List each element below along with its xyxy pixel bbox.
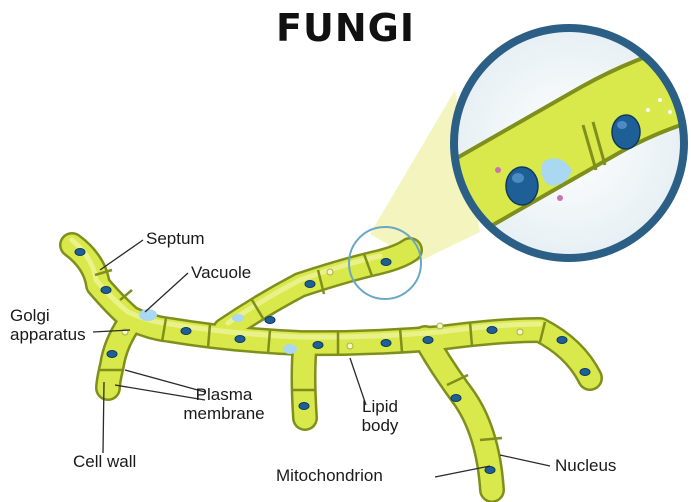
label-cell-wall: Cell wall: [73, 452, 136, 471]
label-golgi-line2: apparatus: [10, 325, 86, 344]
label-mitochondrion: Mitochondrion: [276, 466, 383, 485]
label-plasma-line2: membrane: [178, 404, 270, 423]
label-golgi-apparatus: Golgi apparatus: [10, 306, 86, 344]
label-vacuole: Vacuole: [191, 263, 251, 282]
label-nucleus: Nucleus: [555, 456, 616, 475]
label-lipid-line1: Lipid: [355, 397, 405, 416]
label-septum: Septum: [146, 229, 205, 248]
label-plasma-membrane: Plasma membrane: [178, 385, 270, 423]
label-lipid-line2: body: [355, 416, 405, 435]
label-plasma-line1: Plasma: [178, 385, 270, 404]
label-golgi-line1: Golgi: [10, 306, 86, 325]
hyphae: [72, 240, 590, 490]
label-lipid-body: Lipid body: [355, 397, 405, 435]
zoom-inset: [454, 28, 691, 258]
diagram-title: FUNGI: [0, 6, 691, 50]
